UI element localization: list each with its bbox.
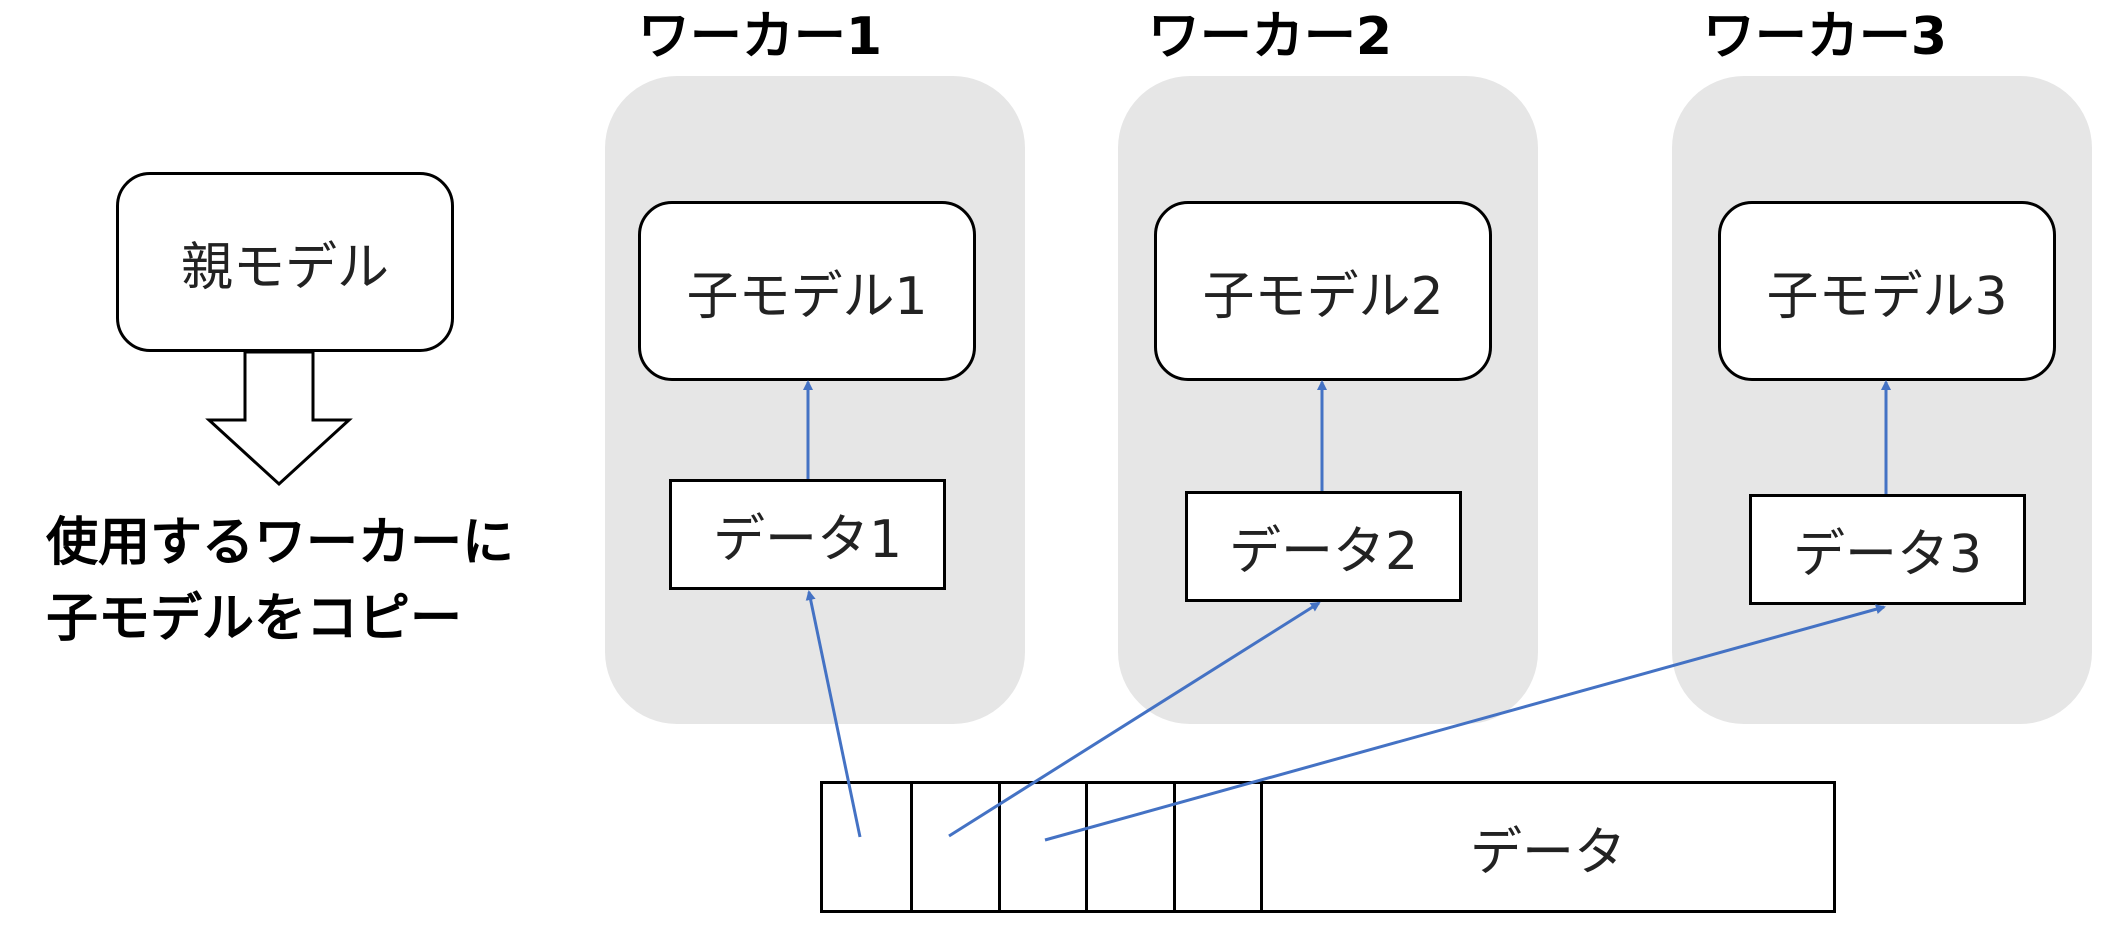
child-model-3-label: 子モデル3 xyxy=(1766,266,2008,327)
child-model-1-label: 子モデル1 xyxy=(686,266,928,327)
worker-3-title: ワーカー3 xyxy=(1702,7,1948,67)
dataset-segment xyxy=(1001,784,1088,910)
data-shard-1-box: データ1 xyxy=(669,479,946,590)
worker-1-panel xyxy=(605,76,1025,724)
dataset-strip: データ xyxy=(820,781,1836,913)
dataset-segment xyxy=(913,784,1001,910)
child-model-2-box: 子モデル2 xyxy=(1154,201,1492,381)
dataset-segment xyxy=(823,784,913,910)
worker-2-title: ワーカー2 xyxy=(1147,7,1393,67)
data-shard-3-label: データ3 xyxy=(1792,525,1983,585)
parent-model-label: 親モデル xyxy=(180,237,389,298)
data-shard-2-box: データ2 xyxy=(1185,491,1462,602)
dataset-segment xyxy=(1088,784,1176,910)
parent-model-box: 親モデル xyxy=(116,172,454,352)
worker-2-panel xyxy=(1118,76,1538,724)
worker-1-title: ワーカー1 xyxy=(637,7,883,67)
child-model-3-box: 子モデル3 xyxy=(1718,201,2056,381)
worker-3-panel xyxy=(1672,76,2092,724)
dataset-label-text: データ xyxy=(1469,822,1626,883)
copy-caption-line-1: 使用するワーカーに xyxy=(46,513,515,573)
data-shard-1-label: データ1 xyxy=(712,510,903,570)
dataset-label: データ xyxy=(1263,784,1833,910)
data-shard-3-box: データ3 xyxy=(1749,494,2026,605)
copy-caption-line-2: 子モデルをコピー xyxy=(46,589,463,649)
dataset-segment xyxy=(1176,784,1263,910)
copy-down-arrow xyxy=(205,350,353,487)
copy-caption: 使用するワーカーに 子モデルをコピー xyxy=(46,505,514,657)
data-shard-2-label: データ2 xyxy=(1228,522,1419,582)
child-model-1-box: 子モデル1 xyxy=(638,201,976,381)
child-model-2-label: 子モデル2 xyxy=(1202,266,1444,327)
